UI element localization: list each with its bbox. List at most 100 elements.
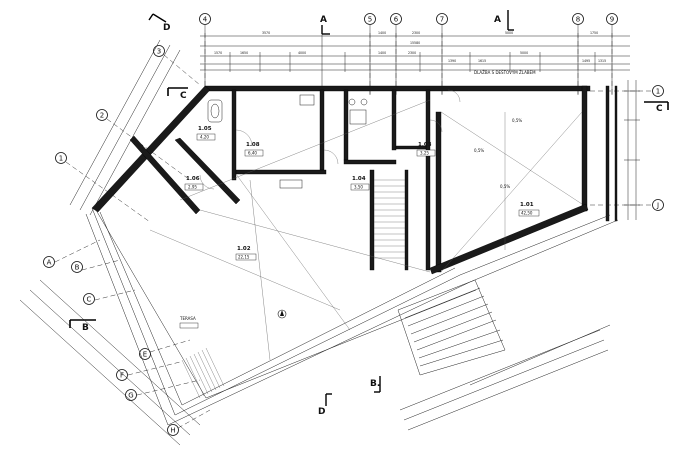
- room-1-05: 1.05 4,20: [196, 126, 216, 141]
- terrace-hatch: [181, 347, 225, 399]
- dim-row2-2: 1650: [240, 51, 248, 55]
- svg-text:1.03: 1.03: [418, 142, 432, 148]
- svg-text:9: 9: [610, 16, 614, 24]
- svg-text:1.01: 1.01: [520, 202, 534, 208]
- svg-text:4,20: 4,20: [200, 135, 209, 140]
- svg-text:A: A: [47, 259, 52, 267]
- svg-text:A: A: [494, 15, 501, 25]
- dim-row2-5: 2300: [408, 51, 416, 55]
- grid-bubble-5: 5: [364, 13, 376, 25]
- section-mark-c-right: C: [644, 101, 669, 114]
- svg-text:1.04: 1.04: [352, 176, 366, 182]
- svg-text:1: 1: [656, 88, 660, 96]
- room-1-01: 1.01 42,50: [518, 202, 540, 217]
- grid-bubble-C-left: C: [83, 293, 95, 305]
- room-1-08: 1.08 6,40: [244, 142, 264, 157]
- svg-text:F: F: [120, 372, 124, 380]
- svg-text:1.05: 1.05: [198, 126, 212, 132]
- grid-bubble-3: 3: [153, 45, 165, 57]
- dim-top-2: 1400: [378, 31, 386, 35]
- svg-text:C: C: [180, 91, 187, 101]
- grid-bubble-F-left: F: [116, 369, 128, 381]
- svg-text:B.: B.: [370, 379, 380, 389]
- top-dimension-chains: 3570 1400 2300 5000 1750 15580 1570 1650…: [200, 30, 630, 95]
- svg-text:1: 1: [59, 155, 63, 163]
- grid-bubble-8: 8: [572, 13, 584, 25]
- svg-text:TERASA: TERASA: [179, 316, 196, 321]
- right-grid-bubbles: 1 J: [590, 80, 664, 220]
- section-mark-b-top: A: [494, 10, 514, 31]
- svg-text:C: C: [656, 104, 663, 114]
- dim-row2-8: 5000: [520, 51, 528, 55]
- section-mark-a-top: A: [320, 15, 330, 35]
- svg-text:2,95: 2,95: [188, 185, 197, 190]
- svg-text:6,40: 6,40: [248, 151, 257, 156]
- terrace-label: TERASA: [179, 316, 199, 329]
- svg-text:E: E: [143, 351, 147, 359]
- svg-text:22,15: 22,15: [238, 255, 250, 260]
- dim-row2-6: 1390: [448, 59, 456, 63]
- grid-bubble-6: 6: [390, 13, 402, 25]
- svg-text:D: D: [163, 23, 170, 33]
- grid-bubble-1-right: 1: [652, 85, 664, 97]
- dim-row2-3: 4000: [298, 51, 306, 55]
- grid-bubble-A-left: A: [43, 256, 55, 268]
- left-dimension-chains: [19, 39, 201, 446]
- section-mark-d-bottom: D: [318, 393, 332, 417]
- svg-text:H: H: [170, 427, 175, 435]
- svg-text:1.06: 1.06: [186, 176, 200, 182]
- svg-text:7: 7: [440, 16, 444, 24]
- top-grid-bubbles: 4 5 6 7 8 9: [199, 13, 618, 95]
- svg-text:J: J: [656, 202, 659, 210]
- dim-row2-7: 1615: [478, 59, 486, 63]
- svg-text:3: 3: [157, 48, 161, 56]
- staircase: [374, 179, 405, 259]
- grid-bubble-2: 2: [96, 109, 108, 121]
- dim-top-4: 5000: [505, 31, 513, 35]
- dim-top-5: 1750: [590, 31, 598, 35]
- bathroom-fixtures: [207, 94, 368, 189]
- room-1-02: 1.02 22,15: [235, 246, 257, 261]
- bottom-right-dimension-chains: [399, 324, 611, 431]
- svg-text:3,25: 3,25: [420, 151, 429, 156]
- dim-total: 15580: [410, 41, 420, 45]
- svg-text:B: B: [75, 264, 80, 272]
- dim-row2-9: 1495: [582, 59, 590, 63]
- grid-bubble-B-left: B: [71, 261, 83, 273]
- door-swings: [199, 89, 461, 190]
- dim-row2-10: 1315: [598, 59, 606, 63]
- svg-text:1.08: 1.08: [246, 142, 260, 148]
- svg-text:4: 4: [203, 16, 208, 24]
- grid-bubble-G-left: G: [125, 389, 137, 401]
- svg-text:5: 5: [368, 16, 372, 24]
- terrace-slab-outline: [85, 99, 619, 426]
- svg-text:42,50: 42,50: [521, 211, 533, 216]
- room-labels: 1.05 4,20 1.08 6,40 1.06 2,95 1.02 22,15…: [179, 70, 540, 329]
- section-mark-b-left: B: [69, 319, 96, 333]
- floor-note: DLAŽBA S DEŠŤOVÝM ŽLABEM: [474, 70, 536, 75]
- svg-text:B: B: [82, 323, 89, 333]
- grid-bubble-9: 9: [606, 13, 618, 25]
- svg-text:6: 6: [394, 16, 399, 24]
- grid-bubble-H-left: H: [167, 424, 179, 436]
- north-point-icon: [277, 309, 287, 319]
- svg-text:D: D: [318, 407, 325, 417]
- entry-steps: [397, 279, 506, 376]
- dim-top-1: 3570: [262, 31, 270, 35]
- slope-label-3: 0,5%: [500, 184, 510, 189]
- svg-text:G: G: [128, 392, 133, 400]
- left-grid-bubbles: 3 2 1 A B C E F G H: [43, 45, 211, 436]
- slope-label-2: 0,5%: [474, 148, 484, 153]
- svg-text:A: A: [320, 15, 327, 25]
- room-1-04: 1.04 3,50: [350, 176, 370, 191]
- svg-text:2: 2: [100, 112, 104, 120]
- svg-text:8: 8: [576, 16, 580, 24]
- section-mark-d-top: D: [148, 13, 170, 33]
- section-marks: A A D C C B: [69, 10, 669, 417]
- building-walls: [91, 85, 618, 275]
- room-1-03: 1.03 3,25: [416, 142, 436, 157]
- section-mark-a-bottom: B.: [370, 376, 381, 393]
- dim-top-3: 2300: [412, 31, 420, 35]
- grid-bubble-4: 4: [199, 13, 211, 25]
